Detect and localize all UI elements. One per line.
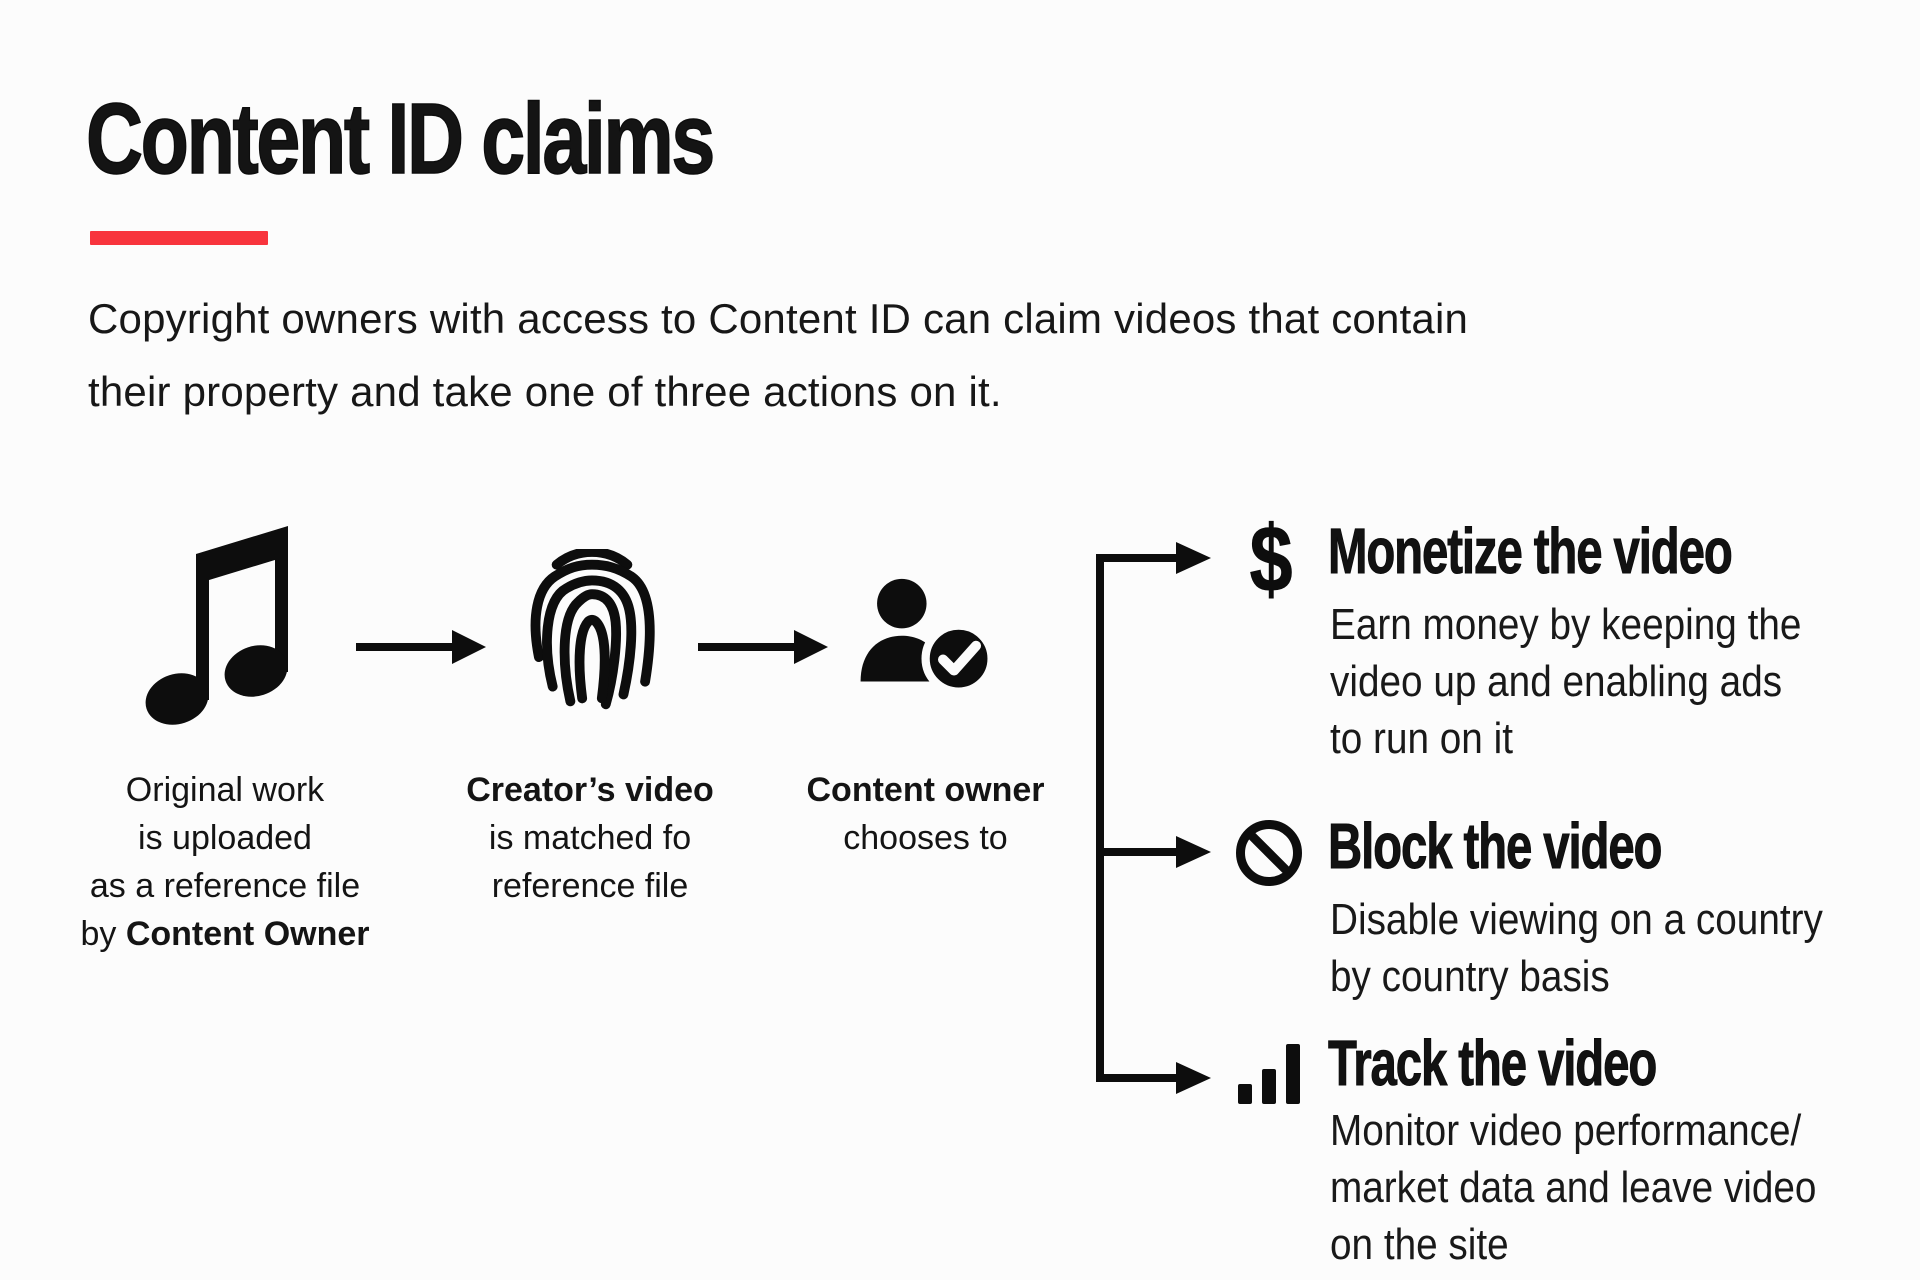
caption-line: chooses to — [843, 819, 1008, 857]
bar-chart-icon — [1238, 1044, 1300, 1104]
caption-line: Content owner — [806, 771, 1045, 809]
action-desc-monetize: Earn money by keeping the video up and e… — [1330, 596, 1801, 767]
title-accent-bar — [90, 231, 268, 245]
intro-line-2: their property and take one of three act… — [88, 368, 1002, 415]
branch-connector — [1096, 542, 1211, 1094]
desc-line: on the site — [1330, 1220, 1509, 1269]
caption-line: is uploaded — [138, 819, 312, 857]
content-owner-bold: Content Owner — [125, 915, 370, 953]
person-check-icon — [860, 578, 996, 696]
desc-line: Monitor video performance/ — [1330, 1106, 1802, 1155]
intro-line-1: Copyright owners with access to Content … — [88, 295, 1469, 342]
action-desc-block: Disable viewing on a country by country … — [1330, 891, 1823, 1005]
desc-line: by country basis — [1330, 952, 1610, 1001]
action-title-track: Track the video — [1328, 1027, 1658, 1099]
desc-line: video up and enabling ads — [1330, 657, 1783, 706]
arrow-right-icon — [356, 630, 486, 664]
caption-line: is matched fo — [488, 819, 692, 857]
caption-line: as a reference file — [89, 867, 361, 905]
desc-line: market data and leave video — [1330, 1163, 1817, 1212]
action-title-block: Block the video — [1328, 810, 1663, 882]
action-desc-track: Monitor video performance/ market data a… — [1330, 1102, 1816, 1273]
music-note-icon — [145, 526, 288, 725]
action-title-monetize: Monetize the video — [1328, 515, 1734, 587]
desc-line: to run on it — [1330, 714, 1513, 763]
caption-line: Creator’s video — [466, 771, 714, 809]
dollar-icon: $ — [1249, 506, 1293, 611]
fingerprint-icon — [530, 549, 655, 710]
caption-creators-video: Creator’s video is matched fo reference … — [430, 766, 750, 910]
caption-content-owner: Content owner chooses to — [768, 766, 1083, 862]
block-icon — [1236, 820, 1302, 886]
arrow-right-icon — [698, 630, 828, 664]
intro-text: Copyright owners with access to Content … — [88, 282, 1468, 428]
desc-line: Earn money by keeping the — [1330, 600, 1802, 649]
caption-line: Original work — [125, 771, 325, 809]
caption-line: reference file — [491, 867, 689, 905]
page-title: Content ID claims — [85, 83, 715, 195]
caption-original-work: Original work is uploaded as a reference… — [60, 766, 390, 958]
caption-line: by Content Owner — [80, 915, 370, 953]
desc-line: Disable viewing on a country — [1330, 895, 1823, 944]
